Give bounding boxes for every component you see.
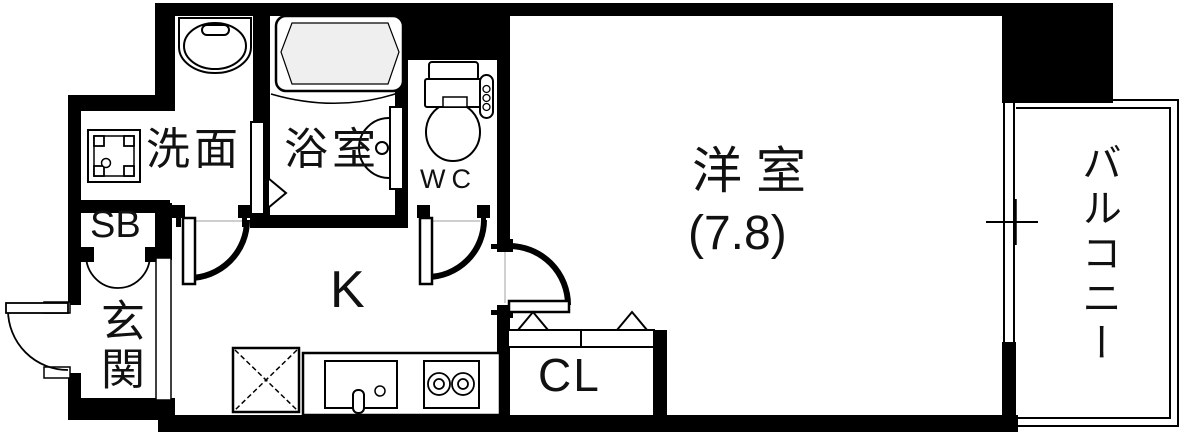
shoebox-label: SB (90, 204, 141, 246)
entrance-door-arc (7, 309, 69, 371)
entrance-door-leaf (5, 302, 69, 314)
bath-counter-icon (358, 106, 404, 190)
shoebox-double-door (85, 254, 151, 289)
bathroom-bottom-wall (250, 215, 408, 228)
bathroom-door-swing-triangle (267, 175, 288, 211)
wc-door-leaf (418, 216, 434, 286)
shoebox-stub-left (81, 247, 94, 262)
entrance-label: 玄関 (94, 298, 143, 394)
washroom-door (181, 216, 250, 286)
main-room-left-wall-upper (497, 14, 510, 240)
top-right-pillar (1002, 3, 1113, 103)
washroom-door-arc (188, 219, 250, 281)
western-room-label: 洋室 (692, 143, 820, 199)
wc-label: WC (420, 164, 477, 194)
western-room-size: (7.8) (688, 207, 787, 260)
hall-divider-upper (155, 203, 172, 260)
washroom-door-leaf (181, 216, 197, 286)
hall-partition-wall (155, 257, 172, 401)
door-jambs (172, 205, 513, 318)
kitchen-label: K (330, 261, 365, 319)
wc-door (418, 216, 487, 286)
washroom-step-wall (68, 95, 175, 111)
bathroom-label: 浴室 (284, 125, 380, 174)
kitchen-sink-icon (324, 360, 398, 414)
washbasin-icon (178, 17, 252, 74)
window-icon (986, 103, 1038, 344)
toilet-icon (424, 61, 494, 162)
closet-label: CL (538, 349, 601, 401)
closet-folding-door (507, 310, 655, 348)
closet-right-wall (653, 330, 667, 415)
main-room-door-leaf (507, 299, 571, 314)
bathroom-door (250, 121, 288, 215)
kitchen-counter (301, 351, 502, 417)
wc-door-arc (426, 219, 487, 280)
refrigerator-icon (231, 346, 301, 414)
washing-machine-pan-icon (87, 129, 141, 183)
bathtub-edge-curve (270, 90, 405, 104)
washroom-corner-wall (155, 3, 175, 111)
main-room-door-arc (508, 243, 571, 306)
main-room-door (507, 243, 571, 314)
wc-top-duct-block (405, 3, 505, 60)
washroom-bottom-wall (68, 200, 170, 213)
folding-door-triangle-right (614, 310, 650, 331)
balcony-label: バルコニー (1076, 142, 1120, 367)
washroom-label: 洗面 (146, 125, 242, 174)
stove-icon (423, 360, 480, 409)
entrance-door (5, 302, 69, 371)
balcony-railing-icon (1016, 99, 1179, 427)
window-side-wall-lower (1002, 342, 1016, 422)
folding-door-triangle-left (515, 310, 551, 331)
entrance-bottom-wall (68, 398, 175, 420)
bottom-wall (170, 415, 1018, 432)
top-wall (155, 3, 1018, 16)
bathtub-icon (270, 14, 405, 104)
bathroom-door-panel (250, 121, 265, 215)
